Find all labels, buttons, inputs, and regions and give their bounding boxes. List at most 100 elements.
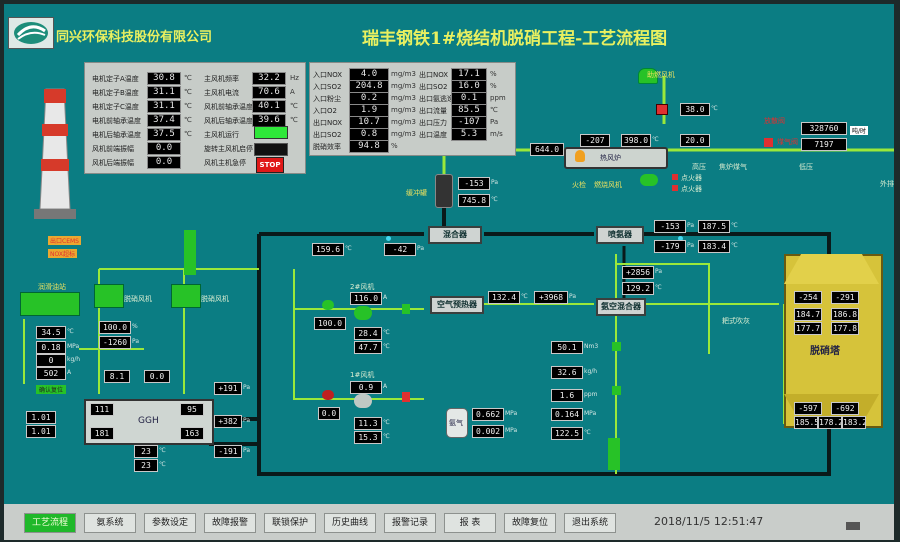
reading-lube-temp: 34.5 xyxy=(36,326,66,339)
unit-label: ℃ xyxy=(159,447,166,454)
cems-unit-2: mg/m3 xyxy=(391,94,416,102)
reading-ammonia-ppm: 1.6 xyxy=(551,389,583,402)
unit-label: ℃ xyxy=(584,429,591,436)
ammonia-tank xyxy=(446,408,468,438)
reading-injector-pressure-1: -153 xyxy=(654,220,686,233)
lubrication-label: 润滑油站 xyxy=(38,283,66,291)
motor-label2-3: 风机后轴承温度 xyxy=(204,117,253,125)
unit-label: MPa xyxy=(505,427,518,434)
confirm-reset-button[interactable]: 确认复位 xyxy=(36,385,67,394)
motor-label-6: 风机后端振幅 xyxy=(92,159,134,167)
reading-ggh-t4: 163 xyxy=(180,427,204,440)
cems-label-2: 入口粉尘 xyxy=(313,95,341,103)
burner-fan-label: 燃烧风机 xyxy=(594,181,622,189)
ignition-indicator-1 xyxy=(672,174,678,180)
unit-label: Nm3 xyxy=(584,343,599,350)
reading-tower-t5: 185.5 xyxy=(794,416,818,429)
fan-2-valve[interactable] xyxy=(402,304,410,314)
unit-label: ℃ xyxy=(655,284,662,291)
nav-process-flow[interactable]: 工艺流程 xyxy=(24,513,76,533)
fan-1-valve[interactable] xyxy=(402,392,410,402)
ammonia-injector: 喷氨器 xyxy=(596,226,644,244)
nav-interlock-protection[interactable]: 联锁保护 xyxy=(264,513,316,533)
unit-label: Pa xyxy=(655,268,663,275)
unit-label: ℃ xyxy=(521,293,528,300)
ignition-label-2: 点火器 xyxy=(681,185,702,193)
unit-label: A xyxy=(383,383,388,390)
reading-ammonia-flow: 50.1 xyxy=(551,341,583,354)
unit-label: kg/h xyxy=(584,368,598,375)
emergency-stop-button[interactable]: STOP xyxy=(256,157,284,173)
fan-1-motor xyxy=(354,394,372,408)
unit-label: ℃ xyxy=(383,343,390,350)
fan-1-icon xyxy=(322,390,334,400)
cems-unit2-5: m/s xyxy=(490,130,503,138)
air-preheater: 空气预热器 xyxy=(430,296,484,314)
nav-reports[interactable]: 报 表 xyxy=(444,513,496,533)
unit-label: Pa xyxy=(132,338,140,345)
hp-gas-label: 高压 xyxy=(692,163,706,171)
gas-valve-label: 煤气阀 xyxy=(777,138,798,146)
reading-tower-t3: 177.7 xyxy=(794,322,822,335)
unit-label: ℃ xyxy=(491,196,498,203)
reading-ggh-current: 0.0 xyxy=(144,370,170,383)
company-logo xyxy=(8,17,54,49)
unit-label: ℃ xyxy=(652,136,659,143)
unit-label: ℃ xyxy=(383,329,390,336)
reading-fan-valve: 100.0 xyxy=(99,321,131,334)
cems-unit2-0: % xyxy=(490,70,497,78)
cems-label-5: 出口SO2 xyxy=(313,131,342,139)
buffer-tank-label: 缓冲罐 xyxy=(406,189,427,197)
reading-fan1-current: 0.9 xyxy=(350,381,382,394)
low-pressure-label: 低压 xyxy=(799,163,813,171)
combustion-fan-label: 助燃风机 xyxy=(647,71,675,79)
reading-fan-pressure: -1260 xyxy=(99,336,131,349)
tower-label: 脱硝塔 xyxy=(810,346,840,357)
nav-ammonia-system[interactable]: 氨系统 xyxy=(84,513,136,533)
motor-label-2: 电机定子C温度 xyxy=(92,103,139,111)
motor-unit-2: ℃ xyxy=(184,102,192,110)
nav-alarm-records[interactable]: 报警记录 xyxy=(384,513,436,533)
cems-value-6: 94.8 xyxy=(349,140,389,153)
motor-value2-2: 40.1 xyxy=(252,100,286,113)
reading-combustion-fan-temp: 38.0 xyxy=(680,103,710,116)
reading-tower-p1: -254 xyxy=(794,291,822,304)
reading-inlet-temp: 159.6 xyxy=(312,243,344,256)
nav-history-curves[interactable]: 历史曲线 xyxy=(324,513,376,533)
nav-fault-alarm[interactable]: 故障报警 xyxy=(204,513,256,533)
cems-unit-3: mg/m3 xyxy=(391,106,416,114)
reading-ggh-p1: +191 xyxy=(214,382,242,395)
combustion-fan-icon xyxy=(638,68,658,84)
motor-label2-5: 旋转主风机启停 xyxy=(204,145,253,153)
unit-label: ℃ xyxy=(731,222,738,229)
reading-inlet-pressure: -42 xyxy=(384,243,416,256)
main-fan-2 xyxy=(171,284,201,308)
tower-top-cap xyxy=(784,254,879,284)
ammonia-valve-1[interactable] xyxy=(612,342,621,351)
ammonia-valve-2[interactable] xyxy=(612,386,621,395)
motor-label2-6: 风机主机急停 xyxy=(204,159,246,167)
nav-fault-reset[interactable]: 故障复位 xyxy=(504,513,556,533)
reading-gas-total: 328760 xyxy=(801,122,847,135)
motor-label-3: 电机前轴承温度 xyxy=(92,117,141,125)
gas-valve-indicator[interactable] xyxy=(764,138,773,147)
reading-lube-level: 502 xyxy=(36,367,66,380)
cems-label2-5: 出口温度 xyxy=(419,131,447,139)
reading-tower-p3: -597 xyxy=(794,402,822,415)
unit-label: ℃ xyxy=(383,433,390,440)
motor-unit-3: ℃ xyxy=(184,116,192,124)
chimney-nox-alarm-label: NOX超标 xyxy=(48,249,77,258)
main-fan-start-stop-indicator[interactable] xyxy=(254,143,288,156)
nav-exit-system[interactable]: 退出系统 xyxy=(564,513,616,533)
fan-2-motor xyxy=(354,306,372,320)
ammonia-air-mixer: 氨空混合器 xyxy=(596,298,646,316)
cems-value2-5: 5.3 xyxy=(451,128,487,141)
nav-parameter-settings[interactable]: 参数设定 xyxy=(144,513,196,533)
heater-label: 热风炉 xyxy=(600,154,621,162)
cems-value-1: 204.8 xyxy=(349,80,389,93)
reading-ggh-bottom-1: 23 xyxy=(134,445,158,458)
damper-icon[interactable] xyxy=(656,104,668,115)
motor-unit2-2: ℃ xyxy=(290,102,298,110)
fan-2-label: 2#风机 xyxy=(350,283,375,291)
unit-label: ppm xyxy=(584,391,598,398)
